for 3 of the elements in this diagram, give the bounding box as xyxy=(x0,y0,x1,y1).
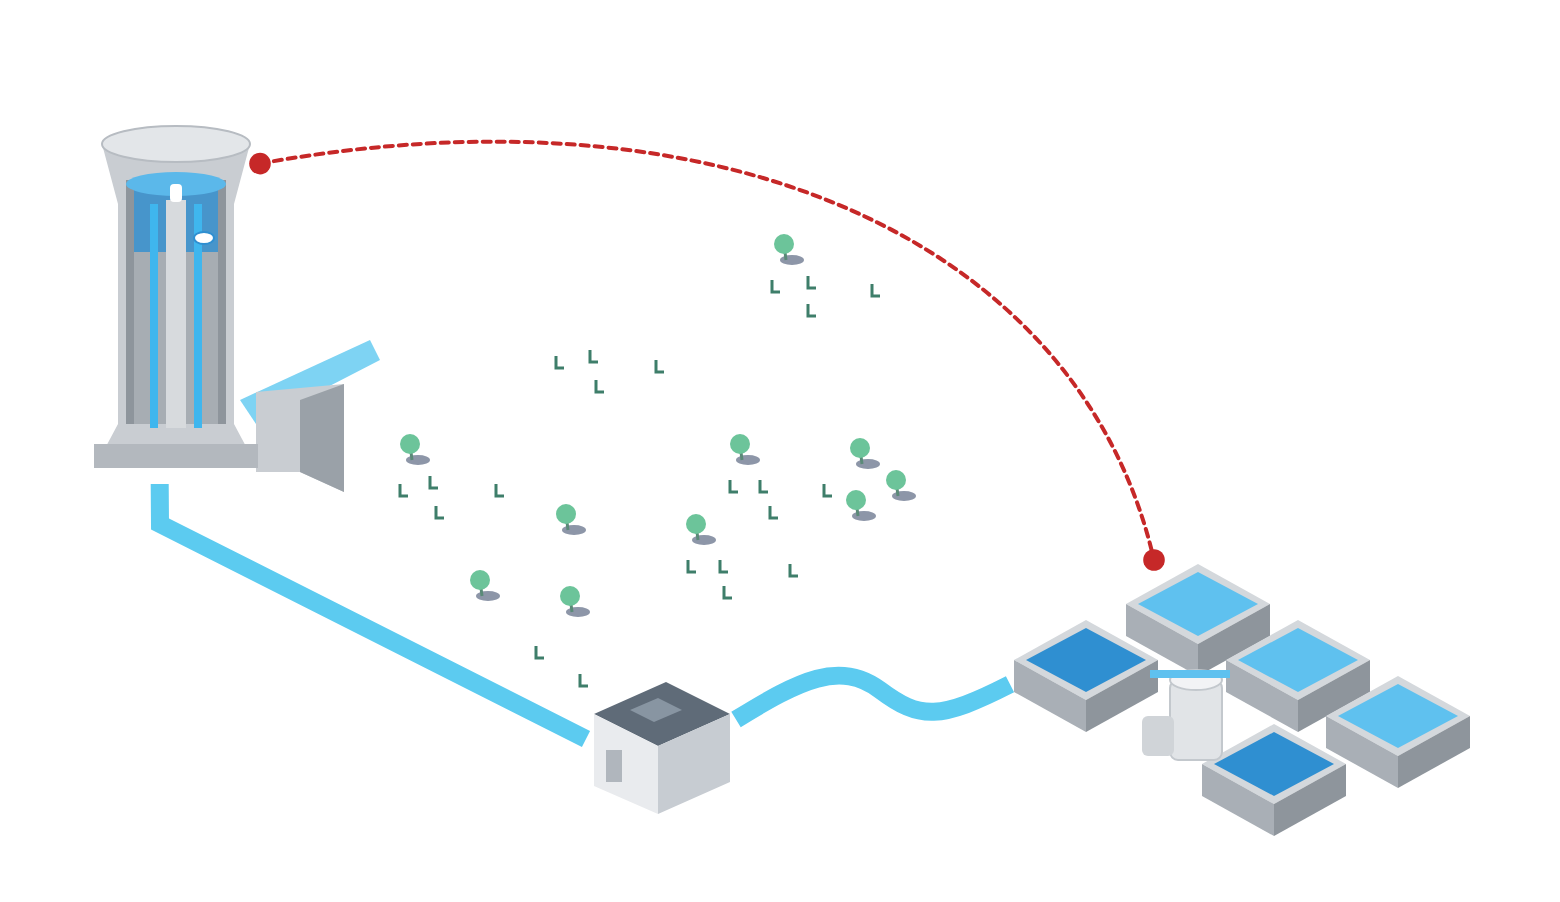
dashed-arc-line xyxy=(249,139,1165,571)
water-pipe xyxy=(731,666,1014,728)
water-pipe xyxy=(150,483,591,748)
